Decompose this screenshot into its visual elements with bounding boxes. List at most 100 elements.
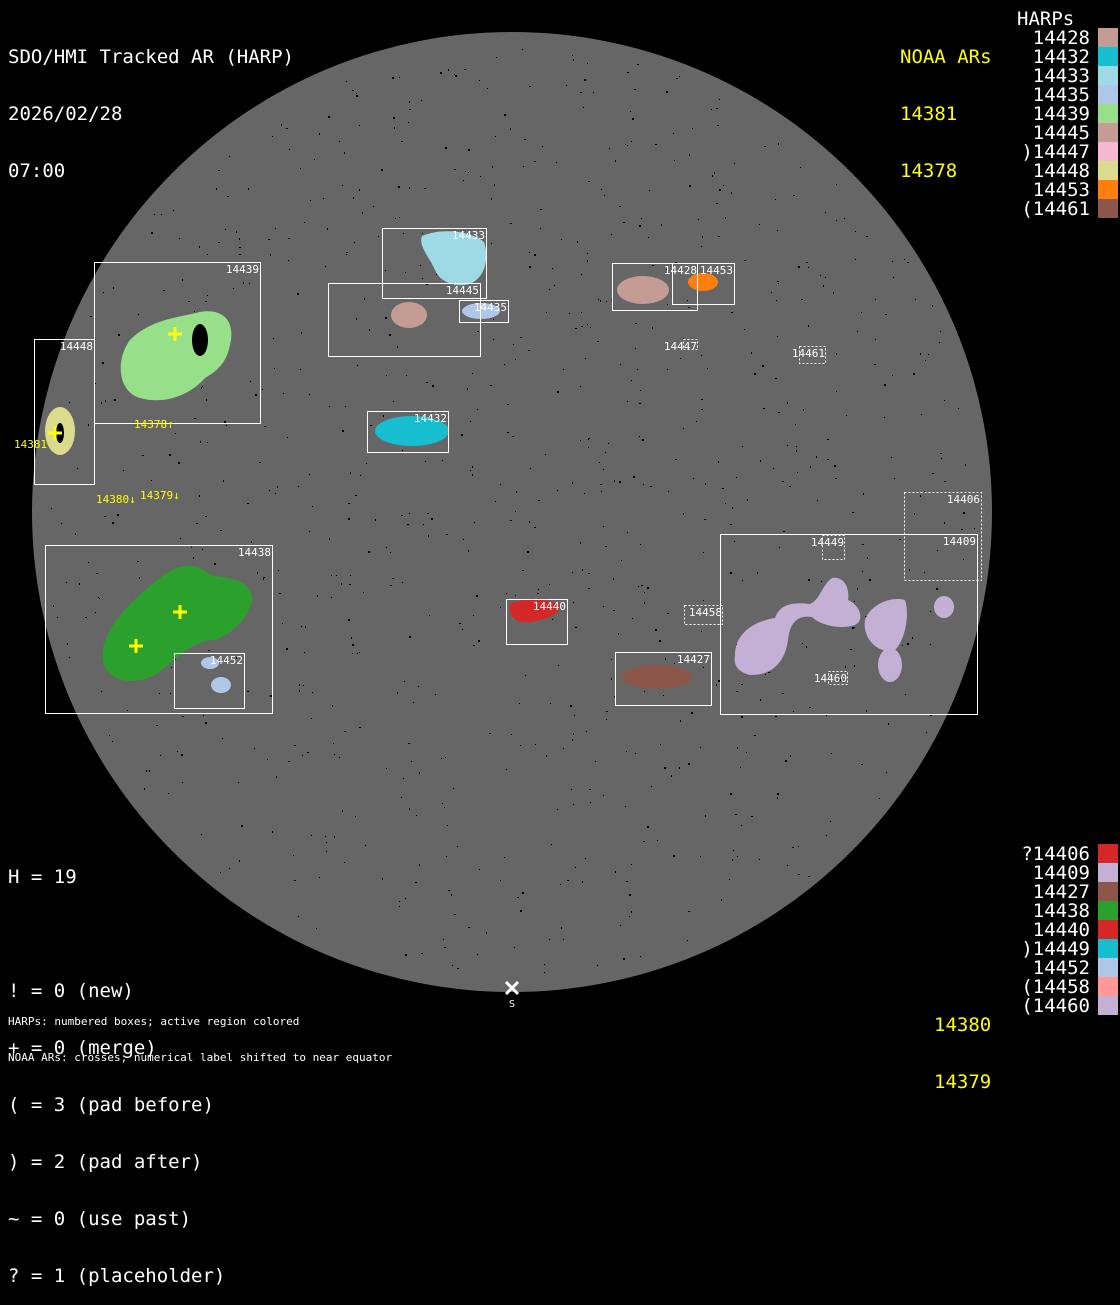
noaa-list-bottom: 14380 14379	[934, 978, 991, 1111]
box-14432[interactable]	[367, 411, 449, 453]
region-14409-d	[934, 596, 954, 618]
box-14440[interactable]	[506, 599, 568, 645]
harp-legend-row: 14427	[918, 880, 1118, 903]
box-14435[interactable]	[459, 300, 509, 323]
region-14445	[391, 302, 427, 328]
noaa-crosses	[48, 327, 187, 653]
harp-legend-label: 14435	[1032, 83, 1090, 106]
footer-line-1: HARPs: numbered boxes; active region col…	[8, 1015, 300, 1028]
harp-legend-label: 14427	[1032, 880, 1090, 903]
box-14461[interactable]	[799, 346, 826, 364]
harp-count: H = 19	[8, 866, 77, 888]
label-14458: 14458	[689, 606, 722, 619]
label-14406: 14406	[947, 493, 980, 506]
harp-legend-row: 14452	[918, 956, 1118, 979]
box-14448[interactable]	[34, 339, 95, 485]
harp-color-swatch	[1098, 901, 1118, 920]
date: 2026/02/28	[8, 103, 123, 125]
box-14458[interactable]	[684, 605, 723, 625]
harp-legend-label: 14448	[1032, 159, 1090, 182]
stat-use-past: ~ = 0 (use past)	[8, 1208, 192, 1230]
region-14438	[102, 565, 252, 682]
harp-legend-row: (14461	[918, 197, 1118, 220]
label-14440: 14440	[533, 600, 566, 613]
harp-legend-label: 14409	[1032, 861, 1090, 884]
harp-color-swatch	[1098, 199, 1118, 218]
stat-pad-before: ( = 3 (pad before)	[8, 1094, 214, 1116]
harp-legend-label: )14447	[1021, 140, 1090, 163]
time: 07:00	[8, 160, 66, 182]
box-14445[interactable]	[328, 283, 481, 357]
box-14438[interactable]	[45, 545, 273, 714]
region-14440	[509, 599, 560, 623]
stat-new: ! = 0 (new)	[8, 980, 134, 1002]
harp-legend-label: 14428	[1032, 26, 1090, 49]
label-14445: 14445	[446, 284, 479, 297]
harp-legend-label: )14449	[1021, 937, 1090, 960]
label-14438: 14438	[238, 546, 271, 559]
harp-color-swatch	[1098, 920, 1118, 939]
box-14406[interactable]	[904, 492, 982, 581]
harp-legend-row: 14439	[918, 102, 1118, 125]
label-14427: 14427	[677, 653, 710, 666]
noaa-item: 14380	[934, 1014, 992, 1036]
label-14433: 14433	[452, 229, 485, 242]
harp-legend-row: (14460	[918, 995, 1118, 1017]
harp-legend-label: 14452	[1032, 956, 1090, 979]
region-14439-spot	[192, 324, 208, 356]
label-14432: 14432	[414, 412, 447, 425]
region-14428	[617, 276, 669, 304]
harp-legend-row: 14435	[918, 83, 1118, 106]
harp-color-swatch	[1098, 996, 1118, 1015]
harp-color-swatch	[1098, 844, 1118, 863]
noaa-cross-14380	[173, 605, 187, 619]
harp-legend-label: (14461	[1021, 197, 1090, 220]
south-pole-x-icon	[504, 980, 520, 996]
footer-notes: HARPs: numbered boxes; active region col…	[8, 992, 392, 1076]
harp-legend-label: 14439	[1032, 102, 1090, 125]
harp-color-swatch	[1098, 85, 1118, 104]
noaa-label-14381: 14381	[14, 438, 47, 451]
harp-color-swatch	[1098, 142, 1118, 161]
harp-legend-label: 14453	[1032, 178, 1090, 201]
harp-legend-label: 14445	[1032, 121, 1090, 144]
region-14452-b	[211, 677, 231, 693]
label-14461: 14461	[792, 347, 825, 360]
south-label: S	[509, 999, 515, 1010]
harp-legend-row: )14449	[918, 937, 1118, 960]
harp-legend-label: 14440	[1032, 918, 1090, 941]
harp-legend-label: 14433	[1032, 64, 1090, 87]
harp-legend-row: 14440	[918, 918, 1118, 941]
footer-line-2: NOAA ARs: crosses; numerical label shift…	[8, 1051, 393, 1064]
harp-legend-row: 14448	[918, 159, 1118, 182]
label-14460: 14460	[814, 672, 847, 685]
box-14453[interactable]	[672, 263, 735, 305]
solar-disk	[32, 32, 992, 992]
box-14449[interactable]	[822, 535, 845, 560]
harp-legend-row: ?14406	[918, 842, 1118, 865]
noaa-cross-14379	[129, 639, 143, 653]
label-14448: 14448	[60, 340, 93, 353]
harp-legend-label: (14458	[1021, 975, 1090, 998]
harp-color-swatch	[1098, 882, 1118, 901]
box-14428[interactable]	[612, 263, 698, 311]
noaa-item: 14381	[900, 103, 958, 125]
header: SDO/HMI Tracked AR (HARP) 2026/02/28 07:…	[8, 10, 294, 200]
box-14427[interactable]	[615, 652, 712, 706]
harp-legend-row: 14445	[918, 121, 1118, 144]
harp-legend-label: ?14406	[1021, 842, 1090, 865]
box-14433[interactable]	[382, 228, 487, 299]
box-14409[interactable]	[720, 534, 978, 715]
harp-legend-row: 14438	[918, 900, 1118, 922]
noaa-cross-14378	[168, 327, 182, 341]
stat-placeholder: ? = 1 (placeholder)	[8, 1265, 226, 1287]
harp-legend-row: 14433	[918, 64, 1118, 87]
harp-legend-row: 14432	[918, 46, 1118, 68]
noaa-item: 14378	[900, 160, 958, 182]
label-14435: 14435	[474, 301, 507, 314]
box-14460[interactable]	[828, 671, 848, 685]
box-14452[interactable]	[174, 653, 245, 709]
solar-disk-map: 14439 14448 14433 14445 14435 14428 1445…	[14, 32, 992, 1010]
harp-regions	[45, 231, 954, 693]
